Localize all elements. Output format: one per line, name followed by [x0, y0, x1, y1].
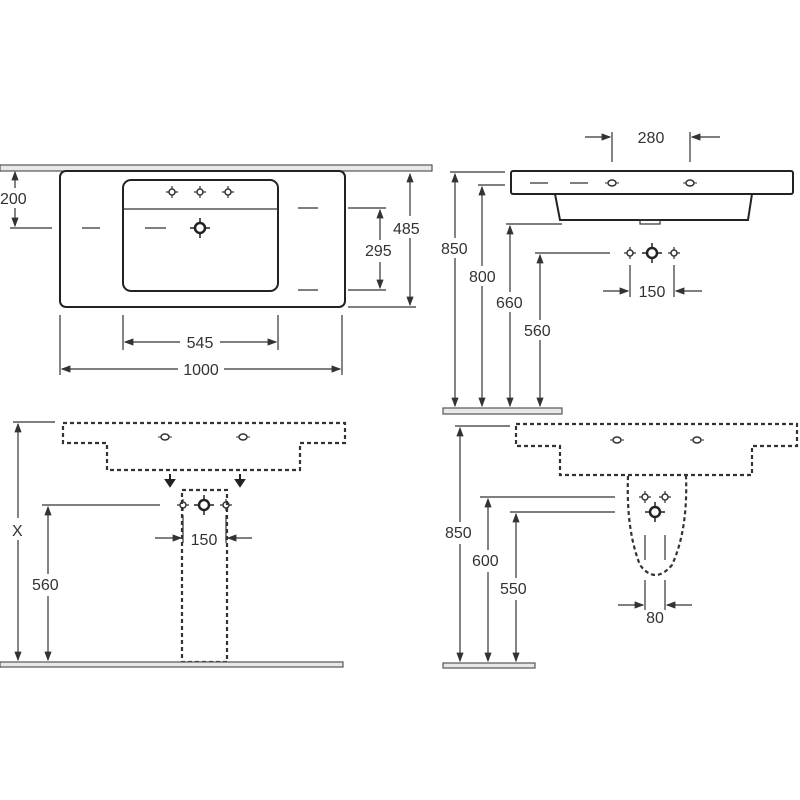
dim-h-560: 560 [524, 323, 551, 340]
dim-drain-offset: 200 [0, 191, 27, 208]
floor [442, 407, 563, 415]
dim-h-550: 550 [500, 581, 527, 598]
tap-hole-icon [165, 185, 179, 199]
tap-hole-icon [193, 185, 207, 199]
floor [442, 662, 536, 669]
dim-width-80: 80 [646, 610, 664, 627]
side-view: 280 850 800 660 560 150 [440, 130, 794, 415]
bowl-outline [122, 179, 279, 292]
drain-icon [188, 216, 212, 240]
floor [0, 661, 344, 668]
pedestal-dashed [180, 488, 229, 664]
dim-h-800: 800 [469, 269, 496, 286]
basin-outline-dashed [514, 422, 799, 477]
dim-tap-spacing: 280 [638, 130, 665, 147]
basin-outline [59, 170, 346, 308]
dim-trap-spacing: 150 [639, 284, 666, 301]
front-pedestal-view: X 560 150 [0, 421, 347, 668]
dim-trap-spacing: 150 [191, 532, 218, 549]
dim-depth: 485 [393, 221, 420, 238]
dim-bowl-width: 545 [187, 335, 214, 352]
top-view: 545 1000 485 295 200 [0, 164, 433, 379]
basin-top [510, 170, 794, 195]
pedestal-dashed [626, 475, 688, 577]
dim-width: 1000 [183, 362, 219, 379]
dim-h-600: 600 [472, 553, 499, 570]
dim-x: X [12, 523, 23, 540]
dim-h-560: 560 [32, 577, 59, 594]
dim-h-850: 850 [445, 525, 472, 542]
dim-h-660: 660 [496, 295, 523, 312]
dim-h-850: 850 [441, 241, 468, 258]
side-pedestal-view: 80 850 600 550 [442, 422, 799, 669]
tap-hole-icon [221, 185, 235, 199]
basin-outline-dashed [61, 421, 347, 472]
dim-bowl-depth: 295 [365, 243, 392, 260]
